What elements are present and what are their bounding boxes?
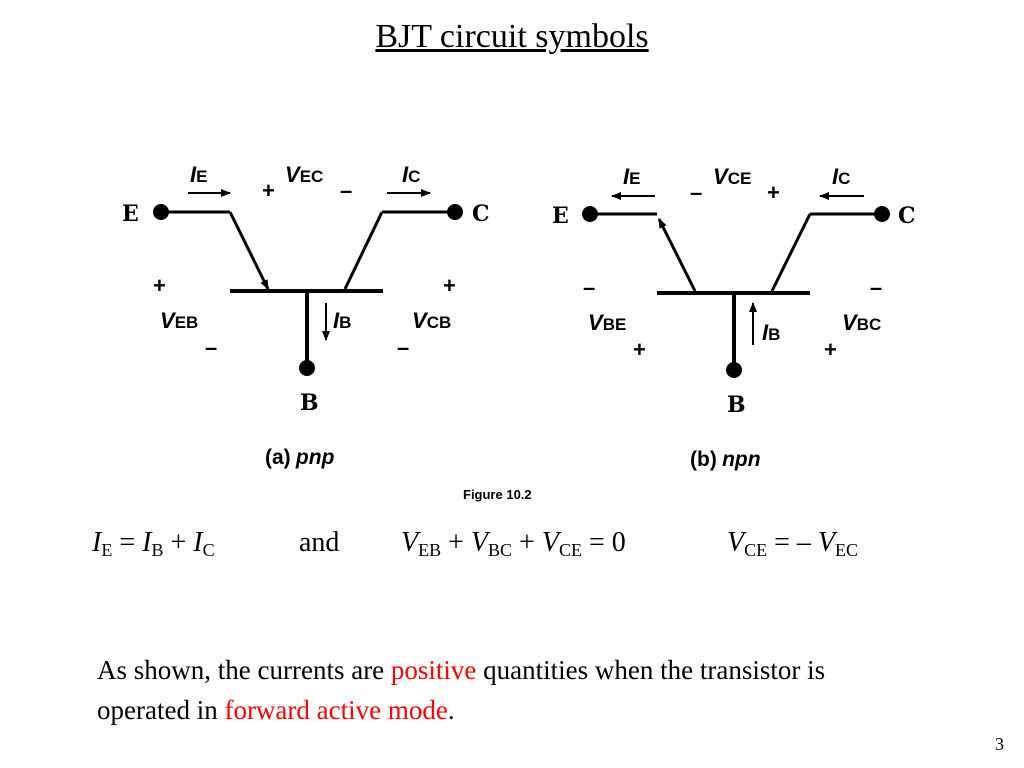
npn-base-terminal bbox=[726, 362, 742, 378]
npn-vbe-label: VBE bbox=[588, 310, 626, 335]
explanation-text: As shown, the currents are positive quan… bbox=[97, 655, 826, 725]
pnp-vec-minus: – bbox=[340, 178, 352, 203]
voltage-sum-equation: VEB + VBC + VCE = 0 bbox=[401, 527, 626, 560]
positive-highlight: positive bbox=[390, 655, 477, 685]
pnp-vec-label: VEC bbox=[285, 162, 323, 187]
pnp-veb-label: VEB bbox=[160, 308, 198, 333]
forward-active-mode-highlight: forward active mode bbox=[224, 695, 448, 725]
slide-title: BJT circuit symbols bbox=[375, 18, 649, 55]
npn-symbol: E C B IE IC IB – VCE + – VBE + – VBC + (… bbox=[552, 164, 916, 471]
npn-collector-lead bbox=[770, 213, 812, 292]
npn-vbc-minus: – bbox=[870, 275, 882, 300]
figure-label: Figure 10.2 bbox=[463, 487, 532, 502]
npn-vce-minus: – bbox=[690, 180, 702, 205]
pnp-ic-label: IC bbox=[402, 162, 420, 187]
npn-vbe-minus: – bbox=[583, 275, 595, 300]
pnp-symbol: E C B IE IC IB + VEC – + VEB – + VCB – (… bbox=[122, 162, 490, 469]
pnp-collector-terminal bbox=[447, 204, 463, 220]
pnp-veb-minus: – bbox=[205, 335, 217, 360]
equations-row: IE = IB + IC and VEB + VBC + VCE = 0 VCE… bbox=[0, 527, 1024, 567]
npn-vbc-plus: + bbox=[824, 337, 837, 362]
bjt-symbols-figure: E C B IE IC IB + VEC – + VEB – + VCB – (… bbox=[122, 162, 916, 502]
npn-caption: (b) npn bbox=[690, 447, 761, 471]
pnp-c-label: C bbox=[472, 201, 490, 227]
pnp-ie-label: IE bbox=[190, 162, 207, 187]
npn-e-label: E bbox=[552, 203, 569, 229]
npn-vce-plus: + bbox=[767, 180, 780, 205]
pnp-caption: (a) pnp bbox=[265, 445, 335, 469]
page-number: 3 bbox=[995, 734, 1004, 754]
and-word: and bbox=[299, 527, 340, 558]
npn-ib-label: IB bbox=[762, 320, 780, 345]
pnp-collector-lead bbox=[343, 211, 384, 290]
current-equation: IE = IB + IC bbox=[92, 527, 215, 560]
npn-ic-label: IC bbox=[832, 164, 850, 189]
npn-ie-label: IE bbox=[623, 164, 640, 189]
npn-collector-terminal bbox=[874, 206, 890, 222]
npn-emitter-arrow bbox=[657, 218, 697, 292]
pnp-vcb-label: VCB bbox=[412, 308, 451, 333]
npn-c-label: C bbox=[898, 203, 916, 229]
npn-vce-label: VCE bbox=[713, 164, 751, 189]
pnp-base-terminal bbox=[299, 360, 315, 376]
npn-b-label: B bbox=[727, 392, 746, 418]
pnp-vcb-minus: – bbox=[397, 335, 409, 360]
pnp-emitter-arrow bbox=[228, 211, 270, 290]
pnp-ib-label: IB bbox=[333, 308, 351, 333]
pnp-e-label: E bbox=[122, 201, 139, 227]
pnp-vcb-plus: + bbox=[443, 273, 456, 298]
npn-vbe-plus: + bbox=[633, 337, 646, 362]
pnp-b-label: B bbox=[300, 390, 319, 416]
pnp-veb-plus: + bbox=[153, 273, 166, 298]
pnp-vec-plus: + bbox=[262, 178, 275, 203]
npn-vbc-label: VBC bbox=[842, 310, 881, 335]
vce-equation: VCE = – VEC bbox=[727, 527, 859, 560]
